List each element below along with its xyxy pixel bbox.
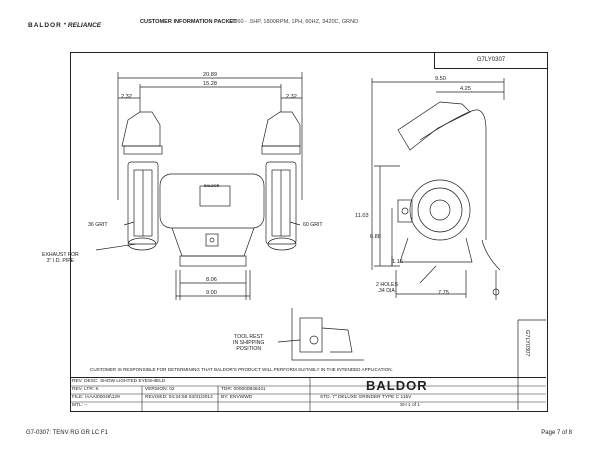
label-grit-left: 36 GRIT — [88, 222, 108, 228]
dim-base-inner: 8.06 — [206, 277, 217, 283]
brand-sub: RELIANCE — [67, 21, 102, 29]
title-block-grid — [70, 378, 546, 411]
dim-wheel-span: 15.28 — [203, 81, 217, 87]
side-drawing-number: G7LY0307 — [524, 330, 530, 357]
tdr-number: TDR: 000000846441 — [221, 387, 266, 392]
dim-right-offset: 2.32 — [286, 94, 297, 100]
disclaimer: CUSTOMER IS RESPONSIBLE FOR DETERMINING … — [90, 367, 393, 372]
label-grit-right: 60 GRIT — [303, 222, 323, 228]
motor-badge: BALDOR — [204, 184, 220, 188]
dim-left-offset: 2.32 — [121, 94, 132, 100]
dim-base-height: 1.16 — [392, 259, 403, 265]
company-logo: BALDOR — [366, 378, 428, 393]
label-tool-rest: TOOL REST IN SHIPPING POSITION — [233, 334, 265, 352]
dim-base-outer: 9.00 — [206, 290, 217, 296]
material: MTL: -- — [72, 403, 88, 408]
dim-depth: 9.50 — [435, 76, 446, 82]
dim-base-depth: 7.75 — [438, 290, 449, 296]
drawing-title: STD. 7" DELUXE GRINDER TYPE C 115V — [320, 395, 412, 400]
rev-ltr: REV. LTR: K — [72, 387, 99, 392]
brand-logo: BALDOR — [28, 21, 62, 29]
drawing-sheet — [70, 52, 548, 412]
label-holes: 2 HOLES .34 DIA. — [376, 282, 398, 294]
sheet-count: SH 1 of 1 — [400, 403, 420, 408]
drawn-by: BY: ENVWWD — [221, 395, 253, 400]
dim-overall-width: 20.89 — [203, 72, 217, 78]
packet-title: CUSTOMER INFORMATION PACKET — [140, 19, 237, 25]
title-block: REV. DESC: SHOW LIGHTED EYESHIELD REV. L… — [70, 377, 546, 411]
revised-date: REVISED: 04:24:58 03/31/2014 — [145, 395, 213, 400]
version: VERSION: 02 — [145, 387, 175, 392]
motor-description: 73060 - .5HP, 1800RPM, 1PH, 60HZ, 3420C,… — [228, 19, 359, 25]
dim-height: 11.03 — [355, 213, 369, 219]
brand-separator: • — [63, 22, 66, 28]
drawing-number: G7LY0307 — [434, 52, 547, 69]
footer-doc-id: G7-0307: TENV RG GR LC F1 — [26, 430, 108, 436]
dim-shaft-height: 6.88 — [370, 234, 381, 240]
rev-desc: REV. DESC: SHOW LIGHTED EYESHIELD — [72, 379, 166, 384]
header-brand: BALDOR • RELIANCE — [28, 18, 101, 32]
label-exhaust: EXHAUST FOR 3" I.D. PIPE — [42, 252, 79, 264]
footer-page: Page 7 of 8 — [541, 430, 572, 436]
dim-half-depth: 4.25 — [460, 86, 471, 92]
file-path: FILE: \AAA\00046\129 — [72, 395, 120, 400]
